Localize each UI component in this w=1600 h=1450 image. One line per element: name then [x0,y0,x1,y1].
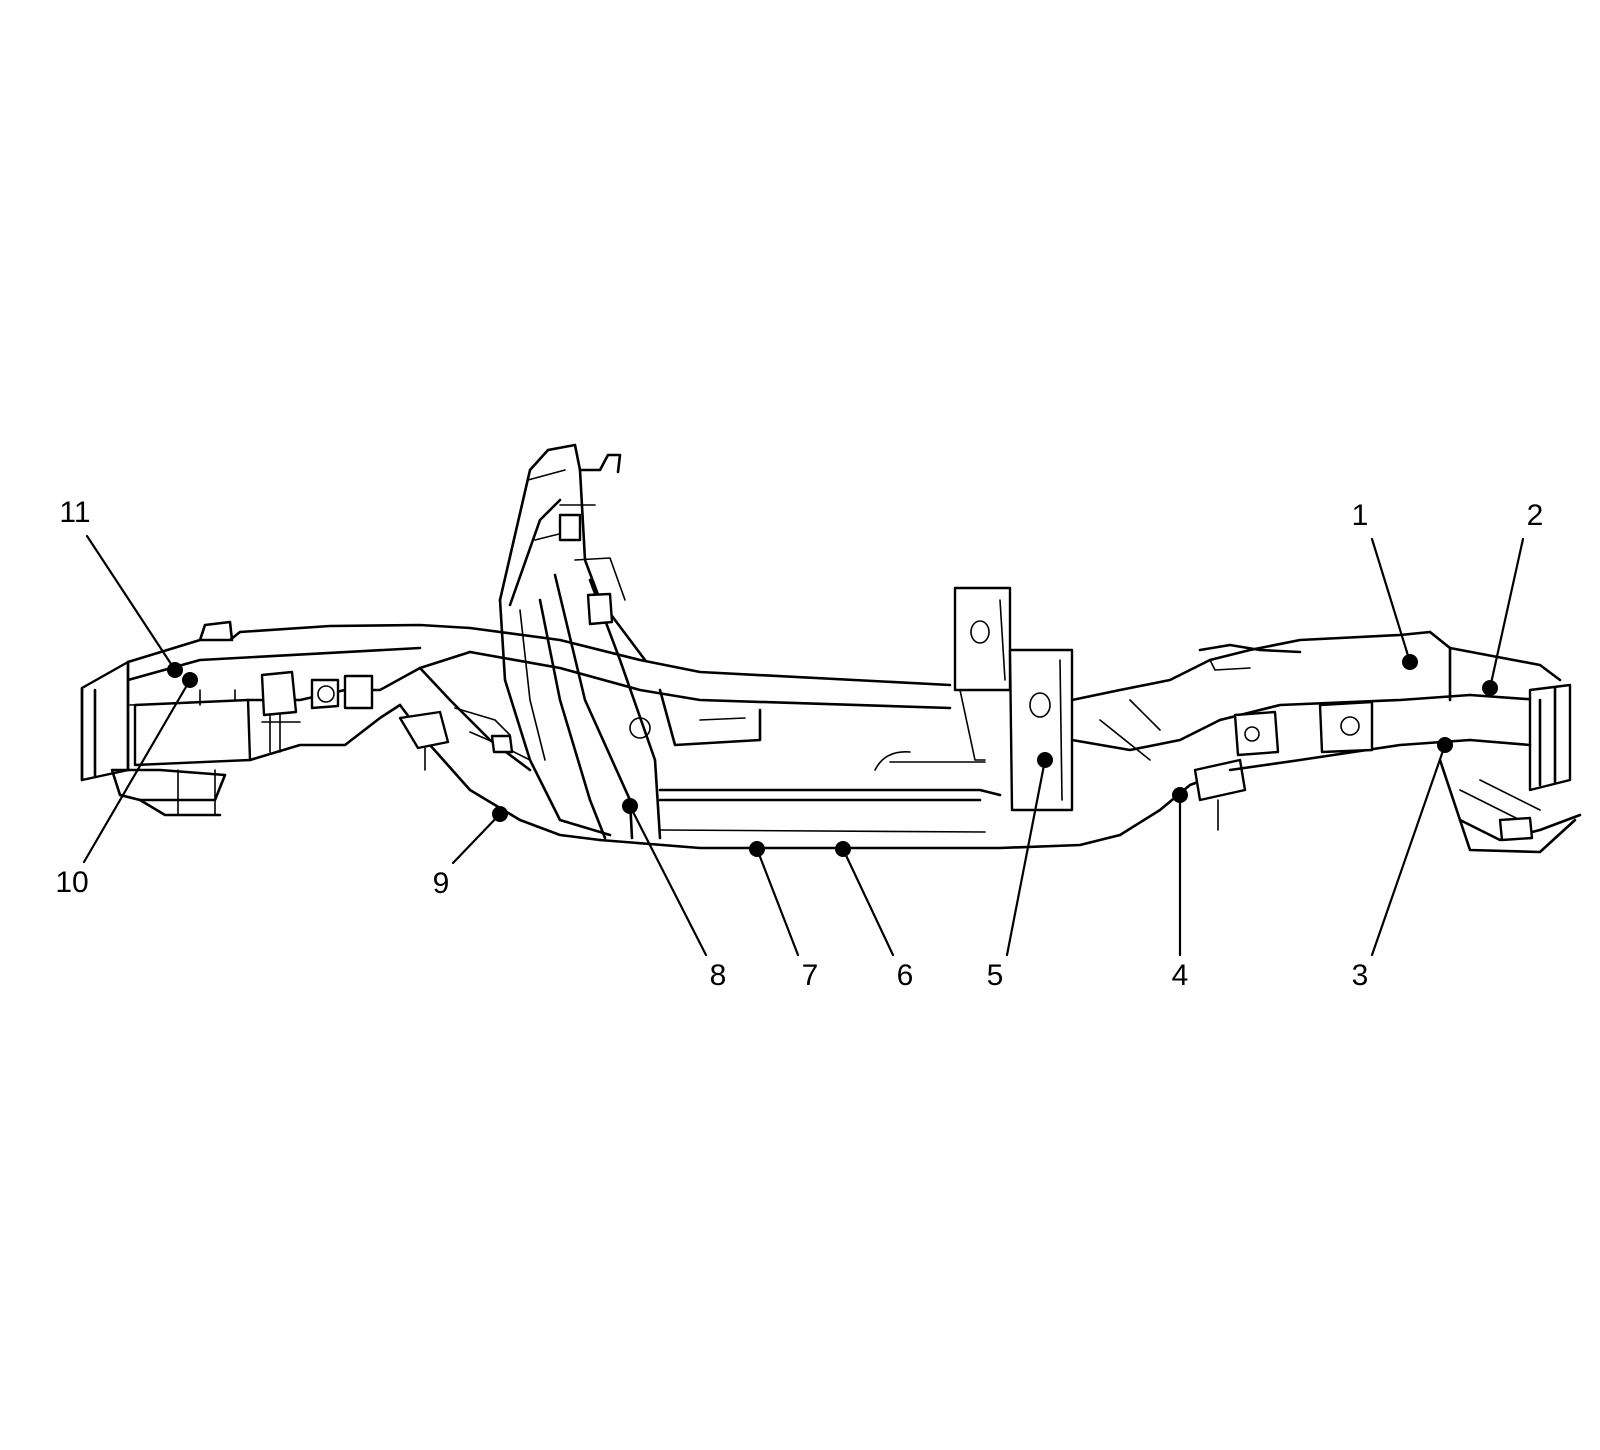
center-pillar [498,443,662,840]
callout-dot [749,841,765,857]
callout-dot [1482,680,1498,696]
callout-label: 8 [710,959,727,992]
leader-line [755,847,800,957]
callout-dot [492,806,508,822]
inner-rail [468,626,952,747]
callout-label: 1 [1352,499,1369,532]
callout-5: 5 [987,752,1053,992]
left-side-rail [598,751,1122,850]
callout-dot [835,841,851,857]
callout-3: 3 [1352,737,1453,992]
callout-layer: 1 2 3 4 5 6 7 8 9 10 11 [55,496,1543,992]
callout-dot [1437,737,1453,753]
callout-dot [182,672,198,688]
callout-1: 1 [1352,499,1418,670]
callout-label: 3 [1352,959,1369,992]
callout-label: 4 [1172,959,1189,992]
callout-dot [1037,752,1053,768]
callout-label: 5 [987,959,1004,992]
leader-line [1370,537,1412,664]
leader-line [1488,537,1525,690]
leader-line [1370,743,1447,957]
callout-label: 11 [59,496,90,529]
leader-line [85,534,177,672]
callout-label: 2 [1527,499,1544,532]
right-kick-up [1070,658,1247,837]
callout-11: 11 [59,496,183,678]
callout-label: 9 [433,867,450,900]
callout-label: 6 [897,959,914,992]
callout-dot [622,798,638,814]
left-kick-up [398,666,602,842]
leader-line [841,847,895,957]
rear-crossmember [1428,630,1582,854]
callout-label: 7 [802,959,819,992]
callout-10: 10 [55,672,198,899]
callout-7: 7 [749,841,818,992]
callout-dot [167,662,183,678]
callout-6: 6 [835,841,913,992]
leader-line [451,812,502,865]
front-crossmember [80,620,422,817]
callout-label: 10 [55,866,88,899]
leader-line [82,678,192,864]
leader-line [1005,758,1047,957]
callout-2: 2 [1482,499,1543,696]
callout-9: 9 [433,806,508,900]
left-front-rail [238,623,472,762]
body-mount-bracket [953,586,1074,812]
callout-8: 8 [622,798,726,992]
callout-dot [1402,654,1418,670]
callout-4: 4 [1172,787,1189,992]
leader-line [628,804,708,957]
callout-dot [1172,787,1188,803]
right-rear-rail [1198,630,1472,772]
vehicle-frame-drawing [80,443,1582,854]
